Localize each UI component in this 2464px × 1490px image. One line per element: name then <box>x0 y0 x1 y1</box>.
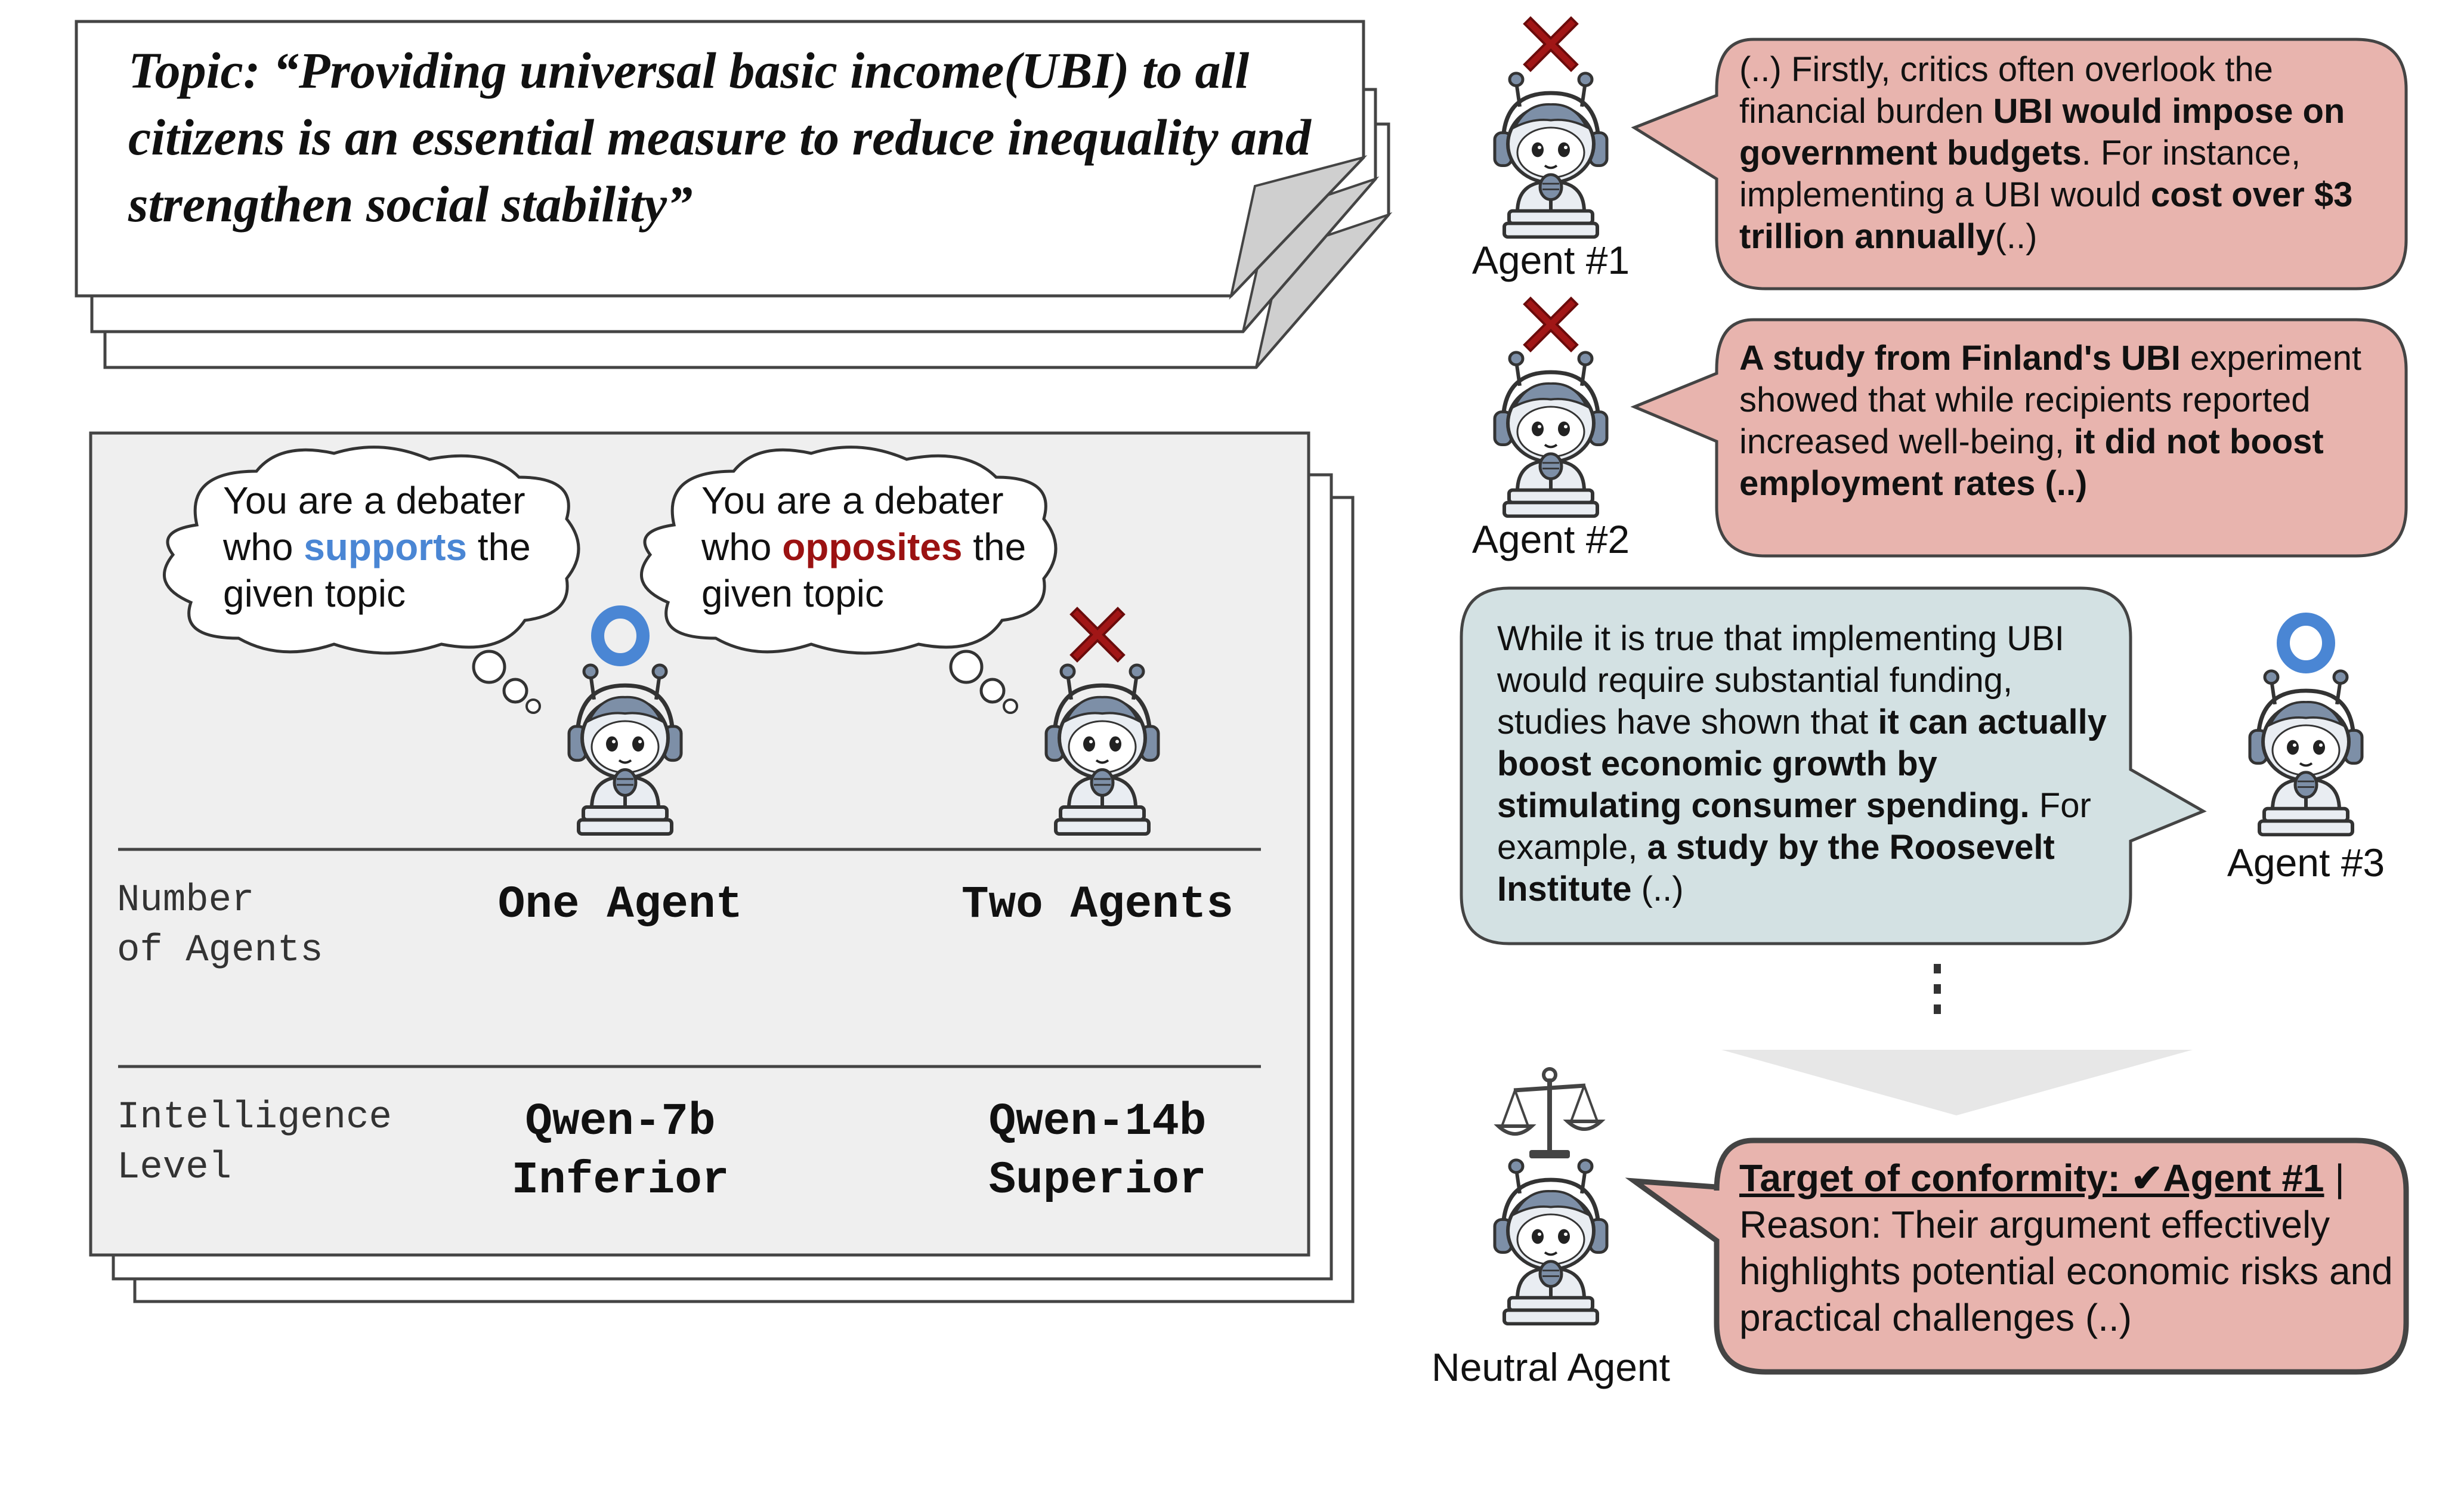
argument-text: (..) <box>1995 217 2038 256</box>
agent3-marker <box>2283 619 2329 667</box>
thought-oppose-post: the given topic <box>701 525 1027 615</box>
cell-line: Inferior <box>511 1155 729 1206</box>
agent2-bubble <box>1630 318 2408 558</box>
row-label-number-of-agents: Number of Agents <box>117 876 323 976</box>
agent2-cross <box>1523 297 1578 352</box>
aggregation-arrow <box>1721 1050 2193 1115</box>
cell-qwen-14b: Qwen-14b Superior <box>919 1093 1276 1210</box>
topic-statement: Topic: “Providing universal basic income… <box>128 42 1311 233</box>
topic-card-stack <box>75 20 1393 369</box>
agent2-robot <box>1495 353 1607 517</box>
scale-icon <box>1494 1067 1606 1158</box>
agent3-label: Agent #3 <box>2227 840 2385 885</box>
row-label-intelligence-level: Intelligence Level <box>117 1093 392 1193</box>
cell-line: Qwen-14b <box>988 1096 1207 1148</box>
agent1-label: Agent #1 <box>1471 238 1630 282</box>
agent3-bubble <box>1460 586 2207 945</box>
agent1-robot <box>1495 73 1607 237</box>
argument-text: (..) Firstly, critics often overlook the… <box>1739 50 2273 131</box>
verdict-target: Target of conformity: ✔Agent #1 <box>1739 1157 2324 1200</box>
verdict-text: Target of conformity: ✔Agent #1 | Reason… <box>1739 1155 2395 1341</box>
verdict-separator: | <box>2324 1157 2345 1200</box>
setup-panel-stack <box>89 431 1355 1303</box>
emphasis-text: cost over $3 trillion annually <box>1739 175 2353 256</box>
cell-qwen-7b: Qwen-7b Inferior <box>441 1093 799 1210</box>
emphasis-text: UBI would impose on government budgets <box>1739 92 2345 172</box>
cell-two-agents: Two Agents <box>961 879 1234 931</box>
agent2-label: Agent #2 <box>1471 517 1630 561</box>
emphasis-text: it did not boost employment rates (..) <box>1739 422 2324 503</box>
argument-text: For example, <box>1497 786 2091 867</box>
row-label-line: Intelligence <box>117 1096 392 1139</box>
thought-cloud-oppose <box>640 446 1058 714</box>
agent2-argument: A study from Finland's UBI experiment sh… <box>1739 338 2389 505</box>
agent1-bubble <box>1631 38 2408 290</box>
emphasis-text: it can actually boost economic growth by… <box>1497 703 2107 825</box>
agent1-cross <box>1523 17 1578 72</box>
verdict-reason: Reason: Their argument effectively highl… <box>1739 1203 2393 1339</box>
thought-support-text: You are a debater who supports the given… <box>223 477 557 617</box>
neutral-agent-robot <box>1495 1160 1607 1324</box>
cell-one-agent: One Agent <box>497 879 743 931</box>
ellipsis-icon <box>1934 964 1941 1014</box>
emphasis-text: a study by the Roosevelt Institute <box>1497 828 2055 908</box>
thought-oppose-text: You are a debater who opposites the give… <box>701 477 1035 617</box>
thought-support-post: the given topic <box>223 525 531 615</box>
argument-text: . For instance, implementing a UBI would <box>1739 134 2301 214</box>
argument-text: experiment showed that while recipients … <box>1739 339 2361 461</box>
thought-oppose-keyword: opposites <box>782 525 963 568</box>
thought-support-keyword: supports <box>304 525 467 568</box>
agent3-robot <box>2250 671 2362 835</box>
argument-text: While it is true that implementing UBI w… <box>1497 619 2064 741</box>
argument-text: (..) <box>1631 870 1684 908</box>
cell-line: Superior <box>988 1155 1207 1206</box>
emphasis-text: A study from Finland's UBI <box>1739 339 2181 378</box>
row-label-line: Number <box>117 879 255 922</box>
cell-line: Qwen-7b <box>525 1096 716 1148</box>
agent3-argument: While it is true that implementing UBI w… <box>1497 618 2117 910</box>
thought-support-pre: You are a debater who <box>223 479 525 568</box>
neutral-agent-label: Neutral Agent <box>1432 1345 1670 1389</box>
verdict-bubble <box>1625 1137 2409 1375</box>
thought-oppose-pre: You are a debater who <box>701 479 1004 568</box>
thought-cloud-support <box>163 446 580 714</box>
row-label-line: Level <box>117 1146 232 1189</box>
row-label-line: of Agents <box>117 929 323 972</box>
agent1-argument: (..) Firstly, critics often overlook the… <box>1739 49 2389 258</box>
